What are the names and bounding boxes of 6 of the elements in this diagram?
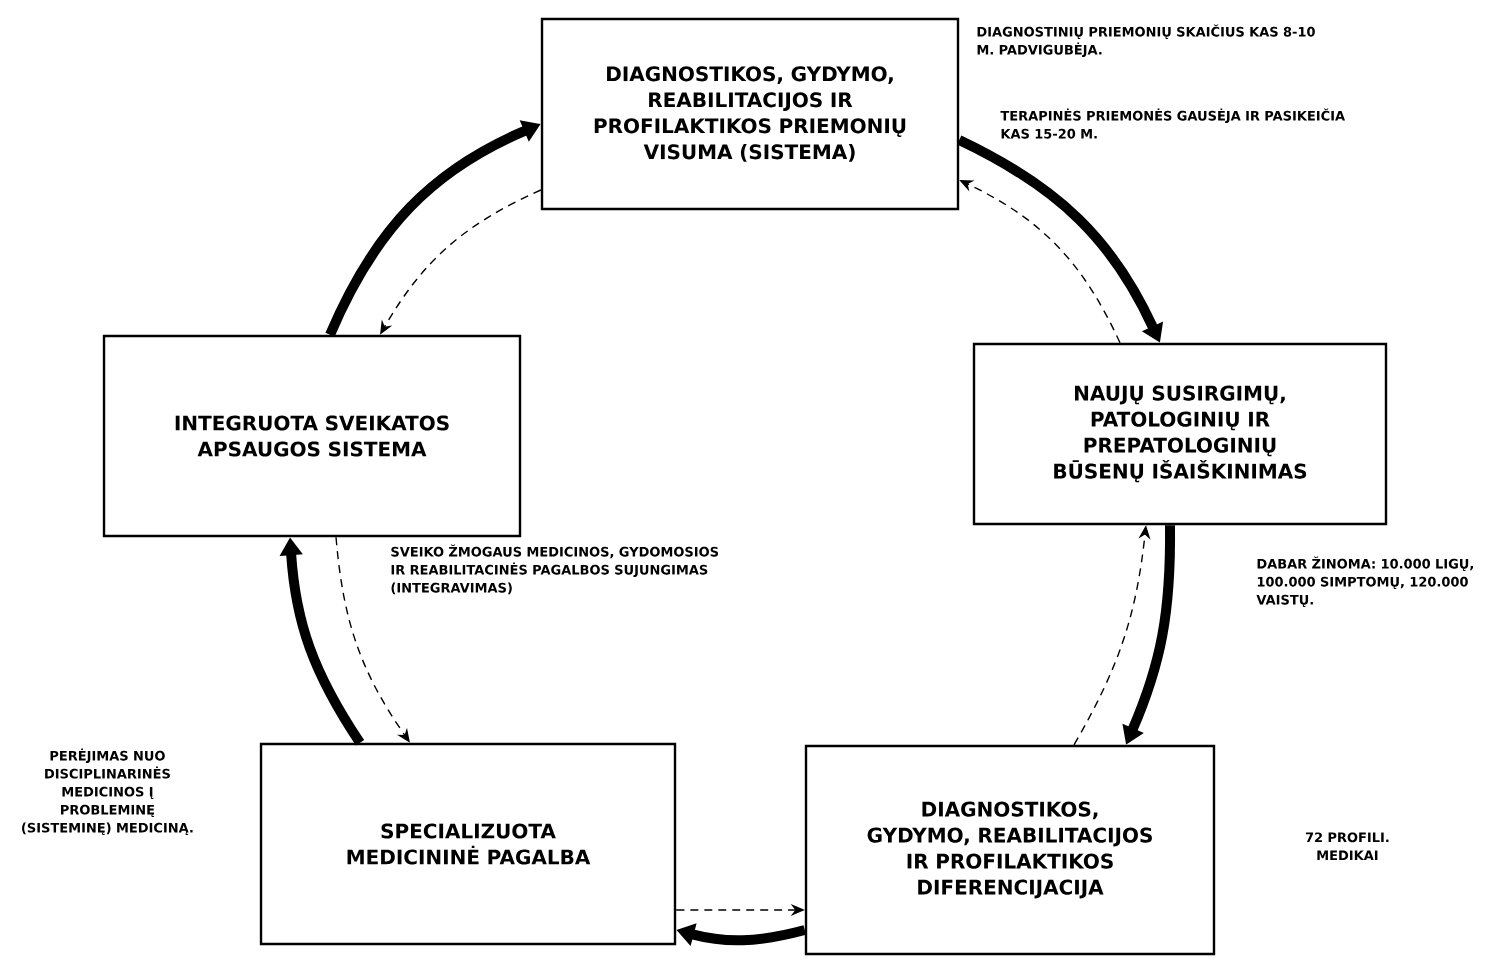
process-box: SPECIALIZUOTA MEDICININĖ PAGALBA: [259, 742, 677, 946]
process-box: INTEGRUOTA SVEIKATOS APSAUGOS SISTEMA: [102, 334, 522, 538]
process-box: DIAGNOSTIKOS, GYDYMO, REABILITACIJOS IR PROFILAKTIKOS DIFERENCIJACIJA: [804, 744, 1216, 956]
process-box: DIAGNOSTIKOS, GYDYMO, REABILITACIJOS IR PROFILAKTIKOS PRIEMONIŲ VISUMA (SISTEMA): [540, 17, 960, 211]
process-box: NAUJŲ SUSIRGIMŲ, PATOLOGINIŲ IR PREPATOLOGINIŲ BŪSENŲ IŠAIŠKINIMAS: [972, 342, 1388, 526]
arrow: [335, 536, 410, 743]
